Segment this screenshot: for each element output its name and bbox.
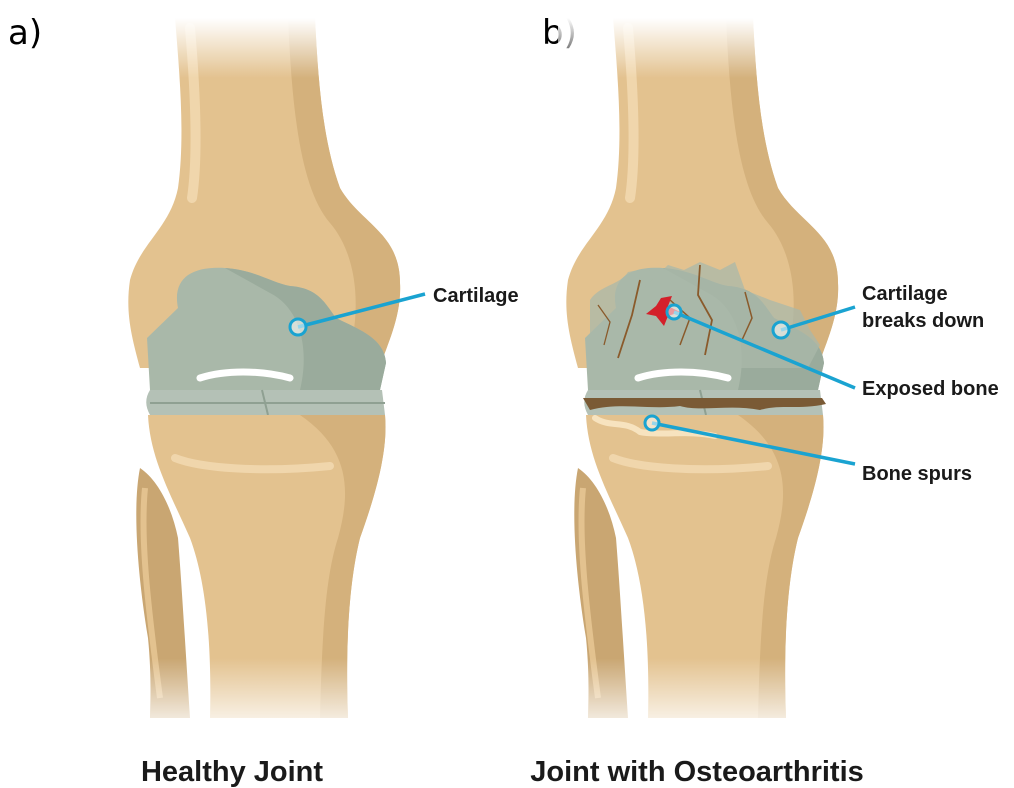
healthy-knee-illustration <box>120 18 420 738</box>
bone-spurs-label: Bone spurs <box>862 463 972 485</box>
cartilage-breakdown-label-line2: breaks down <box>862 310 984 332</box>
osteoarthritis-joint-caption: Joint with Osteoarthritis <box>530 756 864 788</box>
cartilage-breakdown-label-line1: Cartilage <box>862 283 948 305</box>
panel-a-letter: a) <box>8 13 42 53</box>
healthy-joint-caption: Healthy Joint <box>141 756 323 788</box>
exposed-bone-label: Exposed bone <box>862 378 999 400</box>
osteoarthritis-knee-illustration <box>558 18 858 738</box>
cartilage-label: Cartilage <box>433 285 519 307</box>
